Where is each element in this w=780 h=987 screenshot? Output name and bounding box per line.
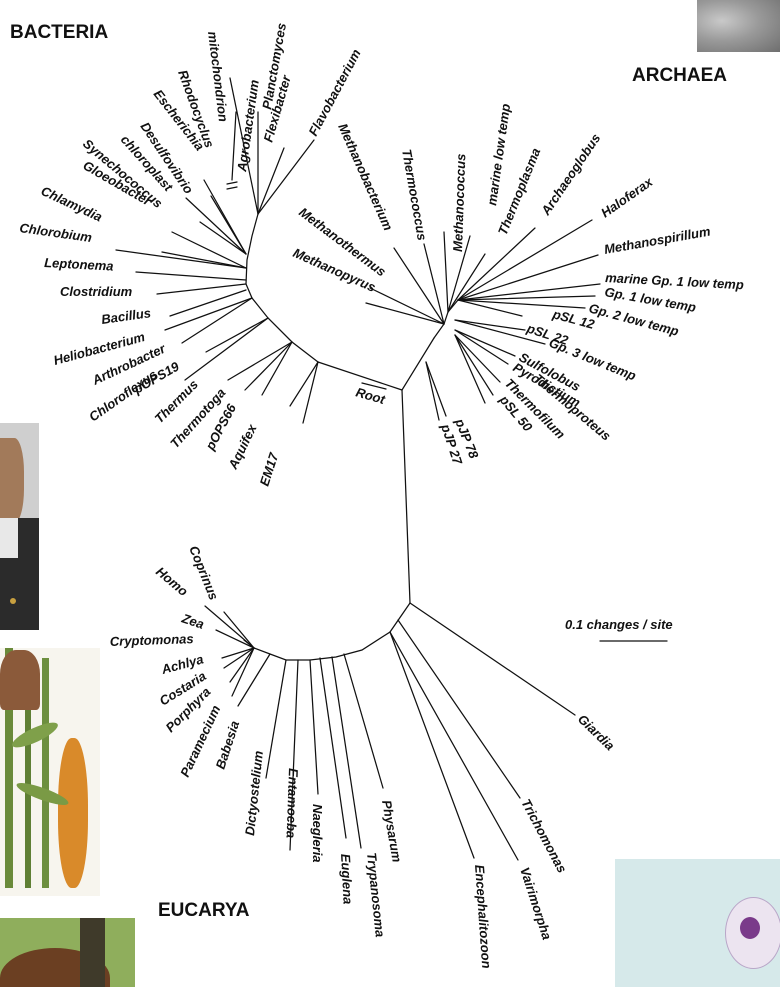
- taxon-clostridium: Clostridium: [60, 284, 133, 299]
- taxon-chlamydia: Chlamydia: [39, 183, 105, 224]
- taxon-homo: Homo: [153, 564, 191, 599]
- taxon-naegleria: Naegleria: [310, 804, 325, 863]
- taxon-mitochondrion: mitochondrion: [205, 31, 231, 123]
- taxon-dictyostelium: Dictyostelium: [242, 750, 266, 837]
- taxon-vairimorpha: Vairimorpha: [517, 865, 555, 941]
- taxon-leptonema: Leptonema: [44, 255, 114, 274]
- taxon-giardia: Giardia: [575, 711, 618, 753]
- taxon-haloferax: Haloferax: [598, 174, 656, 221]
- taxon-flavobacterium: Flavobacterium: [305, 46, 364, 138]
- taxon-physarum: Physarum: [379, 799, 405, 864]
- taxon-chlorobium: Chlorobium: [19, 220, 94, 245]
- root-marker: Root: [354, 383, 387, 407]
- taxon-methanobacterium: Methanobacterium: [335, 121, 396, 233]
- taxon-thermococcus: Thermococcus: [399, 148, 430, 242]
- domain-label-archaea: ARCHAEA: [632, 65, 727, 86]
- taxon-methanospirillum: Methanospirillum: [603, 223, 712, 257]
- taxon-entamoeba: Entamoeba: [284, 768, 301, 839]
- taxon-zea: Zea: [179, 610, 206, 631]
- taxon-em17: EM17: [257, 450, 282, 488]
- domain-label-eucarya: EUCARYA: [158, 900, 250, 921]
- taxon-trypanosoma: Trypanosoma: [364, 852, 388, 938]
- taxon-cryptomonas: Cryptomonas: [110, 631, 194, 649]
- domain-label-bacteria: BACTERIA: [10, 22, 108, 43]
- archaea-labels: Methanobacterium Thermococcus Methanococ…: [291, 103, 744, 467]
- taxon-encephalitozoon: Encephalitozoon: [472, 864, 494, 969]
- taxon-methanococcus: Methanococcus: [450, 153, 468, 252]
- taxon-euglena: Euglena: [338, 853, 356, 904]
- taxon-babesia: Babesia: [213, 719, 243, 771]
- taxon-bacillus: Bacillus: [100, 305, 151, 327]
- scale-bar-label: 0.1 changes / site: [565, 617, 673, 632]
- taxon-aquifex: Aquifex: [225, 421, 260, 472]
- central-branches: [318, 338, 434, 603]
- scale-bar: 0.1 changes / site: [565, 617, 673, 641]
- taxon-trichomonas: Trichomonas: [518, 796, 569, 875]
- taxon-archaeoglobus: Archaeoglobus: [537, 131, 603, 219]
- taxon-coprinus: Coprinus: [186, 544, 221, 603]
- taxon-marine-low-temp: marine low temp: [484, 103, 513, 207]
